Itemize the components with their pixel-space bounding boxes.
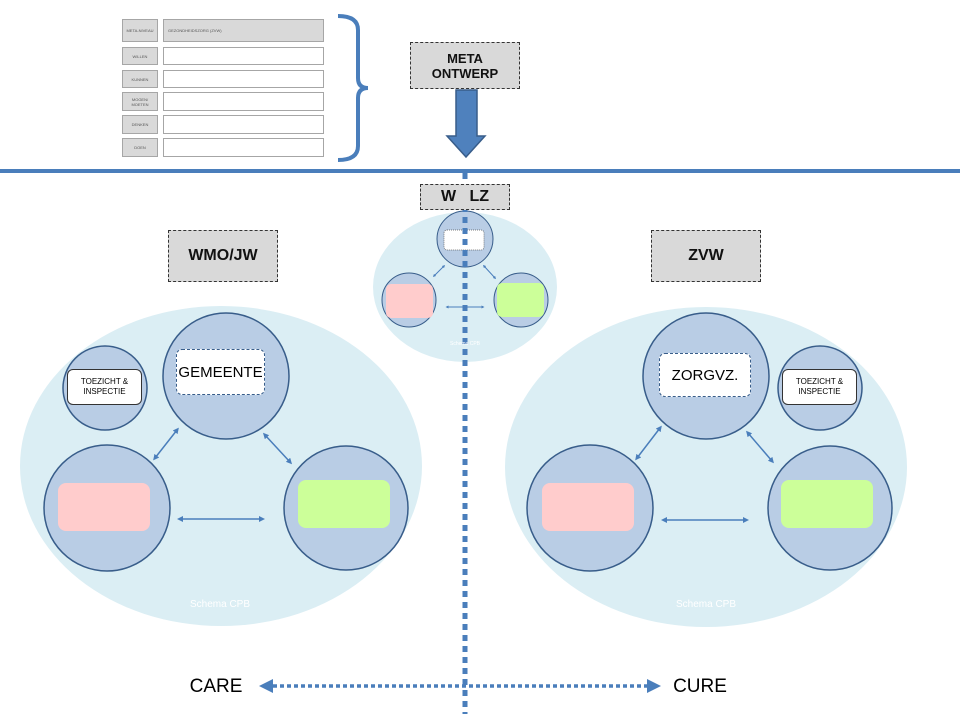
meta-ontwerp-box: META ONTWERP — [410, 42, 520, 89]
table-row-value — [163, 70, 324, 88]
brace — [337, 14, 369, 162]
table-row-label: DENKEN — [122, 115, 158, 134]
table-row-label: MOGEN/ MOETEN — [122, 92, 158, 111]
table-header-value: GEZONDHEIDSZORG (ZVW) — [163, 19, 324, 42]
schema-cpb-center: Schema CPB — [449, 341, 480, 347]
table-row-label: KUNNEN — [122, 70, 158, 88]
table-header-label: META-NIVEAU — [122, 19, 158, 42]
zvw-box: ZVW — [651, 230, 761, 282]
toezicht-inspectie-right: TOEZICHT & INSPECTIE — [782, 369, 857, 405]
care-label: CARE — [189, 676, 243, 697]
table-row-value — [163, 92, 324, 111]
schema-cpb-right: Schema CPB — [675, 598, 737, 610]
table-row-label: WILLEN — [122, 47, 158, 65]
gemeente-box: GEMEENTE — [176, 349, 265, 395]
zorgverzekeraar-box: ZORGVZ. — [659, 353, 751, 397]
down-arrow — [445, 89, 487, 159]
schema-cpb-left: Schema CPB — [189, 598, 251, 610]
toezicht-inspectie-left: TOEZICHT & INSPECTIE — [67, 369, 142, 405]
table-row-value — [163, 115, 324, 134]
table-row-label: DOEN — [122, 138, 158, 157]
wlz-box: W LZ — [420, 184, 510, 210]
wmo-jw-box: WMO/JW — [168, 230, 278, 282]
table-row-value — [163, 138, 324, 157]
table-row-value — [163, 47, 324, 65]
cure-label: CURE — [673, 676, 727, 697]
